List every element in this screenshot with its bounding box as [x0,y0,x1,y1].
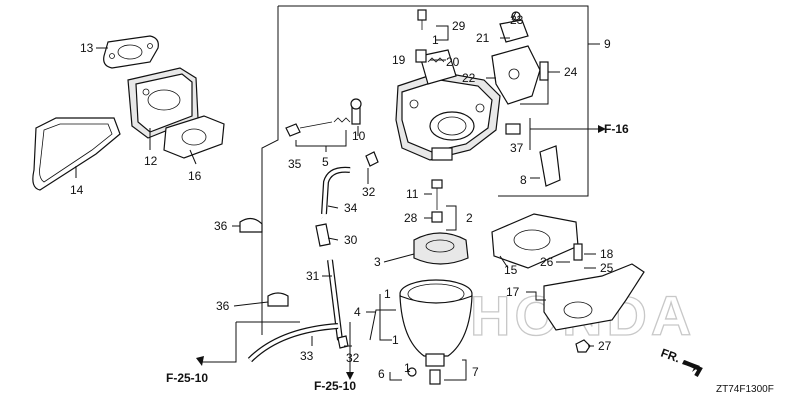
spring-20 [427,57,445,63]
ref-f2510-right[interactable]: F-25-10 [314,379,356,393]
callout-labels: 13 12 14 16 29 1 19 20 10 5 32 11 28 2 3… [70,13,614,381]
callout-2: 2 [466,211,473,225]
pilot-screw-5 [285,117,351,137]
tube-35 [265,168,324,220]
callout-25: 25 [600,261,614,275]
callout-26: 26 [540,255,554,269]
callout-23: 23 [510,13,524,27]
fitting-37 [505,123,521,135]
drain-screw-7 [429,369,441,385]
arrow-f2510-left [196,356,204,366]
callout-29: 29 [452,19,466,33]
callout-4: 4 [354,305,361,319]
front-indicator-label: FR. [659,346,682,366]
callout-10: 10 [352,129,366,143]
callout-36a: 36 [214,219,228,233]
choke-bracket-22 [491,45,541,105]
plate-21 [499,19,529,43]
arrow-f2510-right [346,372,354,380]
washer-6 [407,367,417,377]
screw-29 [417,9,427,30]
callout-35: 35 [288,157,302,171]
gasket-14 [32,117,121,191]
gasket-15 [491,213,579,269]
callout-24: 24 [564,65,578,79]
tube-31 [327,259,343,341]
bracket-17 [543,263,645,331]
callout-9: 9 [604,37,611,51]
leader-lines [75,11,596,381]
callout-13: 13 [80,41,94,55]
clamp-32a [365,151,379,167]
callout-5: 5 [322,155,329,169]
callout-15: 15 [504,263,518,277]
callout-27: 27 [598,339,612,353]
callout-21: 21 [476,31,490,45]
callout-31: 31 [306,269,320,283]
callout-32b: 32 [346,351,360,365]
callout-17: 17 [506,285,520,299]
lever-8 [539,145,561,187]
ref-f16[interactable]: F-16 [604,122,629,136]
callout-7: 7 [472,365,479,379]
callout-11: 11 [406,187,419,201]
float-bowl-4 [399,279,473,367]
callout-30: 30 [344,233,358,247]
assembly-frame [196,5,606,380]
screw-10 [350,98,362,125]
callout-6: 6 [378,367,385,381]
jet-11 [431,179,443,210]
gasket-16 [163,115,225,159]
jet-28 [431,211,443,223]
clip-36b [267,292,289,307]
tube-34 [321,166,351,215]
callout-12: 12 [144,154,158,168]
nut-27 [575,339,591,353]
callout-34: 34 [344,201,358,215]
gasket-13 [103,35,159,69]
arrow-f16 [598,125,606,133]
clip-36a [239,217,263,233]
clip-19 [415,49,427,63]
callout-32a: 32 [362,185,376,199]
callout-1b: 1 [384,287,391,301]
callout-8: 8 [520,173,527,187]
bolt-18 [573,243,583,261]
callout-1c: 1 [392,333,399,347]
joint-30 [315,223,331,247]
callout-28: 28 [404,211,418,225]
callout-36b: 36 [216,299,230,313]
carburetor-body [395,49,501,161]
screw-24 [539,61,549,81]
callout-3: 3 [374,255,381,269]
callout-37: 37 [510,141,524,155]
callout-14: 14 [70,183,84,197]
front-indicator: FR. [659,346,703,377]
callout-1a: 1 [432,33,439,47]
callout-1d: 1 [404,361,411,375]
callout-22: 22 [462,71,476,85]
callout-18: 18 [600,247,614,261]
insulator-12 [127,67,199,139]
callout-33: 33 [300,349,314,363]
callout-19: 19 [392,53,406,67]
tube-33 [247,323,339,363]
callout-20: 20 [446,55,460,69]
callout-16: 16 [188,169,202,183]
diagram-code: ZT74F1300F [716,384,774,395]
float-3 [413,232,469,265]
ref-f2510-left[interactable]: F-25-10 [166,371,208,385]
